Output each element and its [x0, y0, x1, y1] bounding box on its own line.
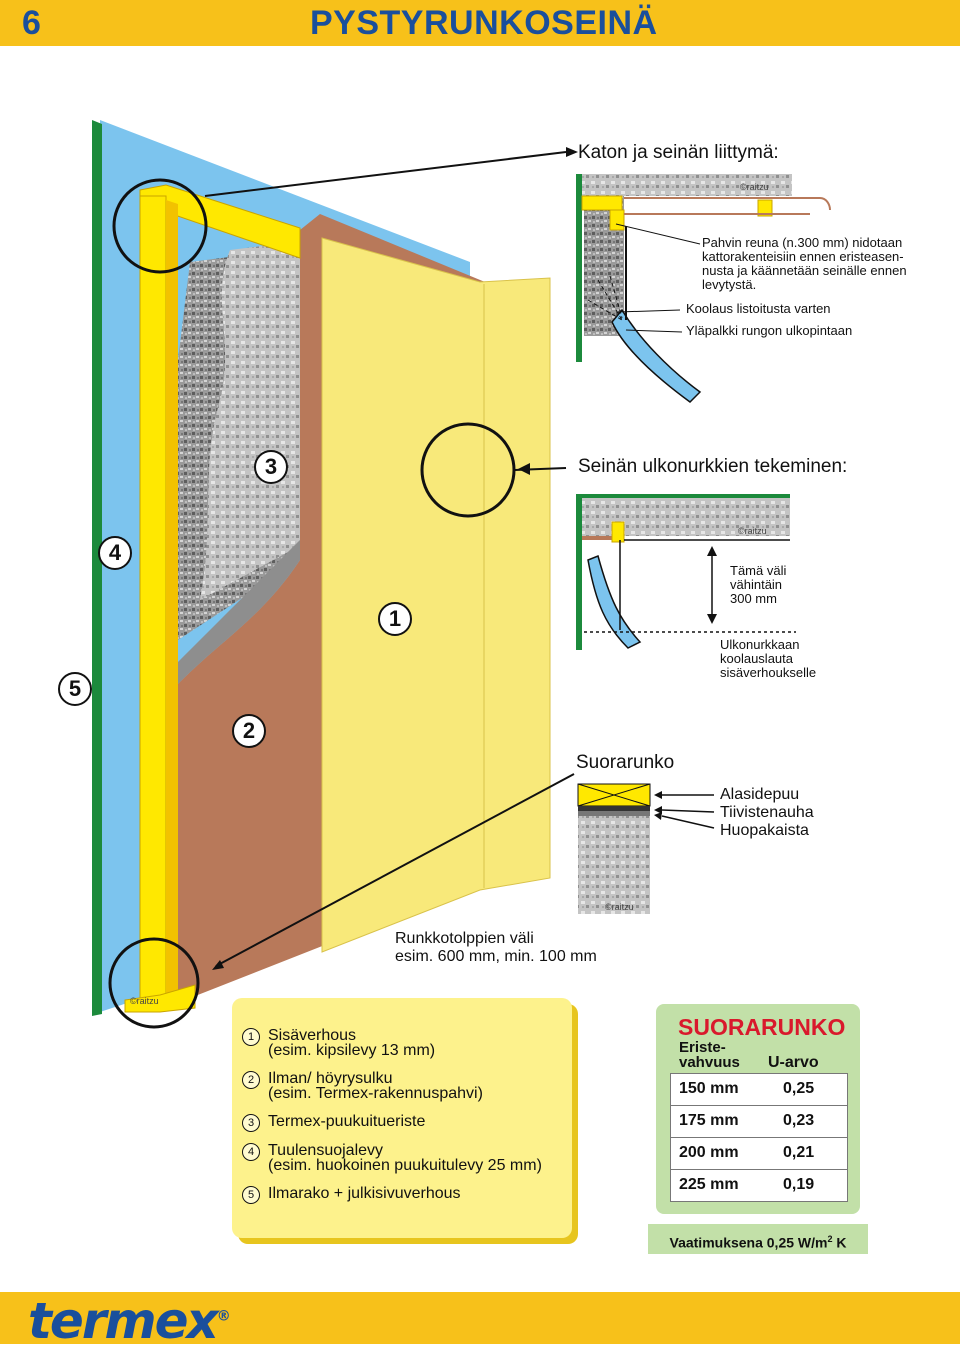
marker-4: 4 [98, 536, 132, 570]
legend-number: 4 [242, 1143, 260, 1161]
corner-copyright: ©raitzu [738, 526, 767, 536]
frame-stud-side [166, 200, 178, 1010]
frame-copyright: ©raitzu [605, 902, 634, 912]
legend-number: 3 [242, 1114, 260, 1132]
roof-note-line-4: levytystä. [702, 277, 757, 292]
legend-item: 1 Sisäverhous(esim. kipsilevy 13 mm) [242, 1027, 436, 1059]
roof-note-line-2: kattorakenteisiin ennen eristeasen- [702, 249, 904, 264]
legend-text: Tuulensuojalevy [268, 1142, 384, 1159]
legend-text: Ilmarako + julkisivuverhous [268, 1185, 461, 1202]
marker-2: 2 [232, 714, 266, 748]
requirement-note: Vaatimuksena 0,25 W/m2 K [648, 1224, 868, 1254]
stud-spacing-line-2: esim. 600 mm, min. 100 mm [395, 948, 597, 965]
straight-frame-label: Suorarunko [576, 752, 675, 773]
frame-stud [139, 195, 167, 1013]
legend-text: (esim. Termex-rakennuspahvi) [268, 1085, 483, 1102]
legend-text: Sisäverhous [268, 1027, 357, 1044]
legend-text: (esim. huokoinen puukuitulevy 25 mm) [268, 1157, 542, 1174]
legend-number: 5 [242, 1186, 260, 1204]
legend-number: 1 [242, 1028, 260, 1046]
header-bar [0, 0, 960, 46]
legend-text: Termex-puukuitueriste [268, 1113, 426, 1130]
page-title: PYSTYRUNKOSEINÄ [310, 4, 658, 42]
uvalue-header-thickness: Eriste-vahvuus [679, 1039, 740, 1071]
wind-board [92, 120, 102, 1016]
corner-batten-line-1: Ulkonurkkaan [720, 637, 800, 652]
legend-item: 5 Ilmarako + julkisivuverhous [242, 1186, 461, 1204]
top-plate-label: Yläpalkki rungon ulkopintaan [686, 323, 853, 338]
marker-3: 3 [254, 450, 288, 484]
roof-copyright: ©raitzu [740, 182, 769, 192]
legend-item: 4 Tuulensuojalevy(esim. huokoinen puukuit… [242, 1142, 542, 1174]
sill-label: Alasidepuu [720, 786, 800, 803]
legend-text: Ilman/ höyrysulku [268, 1070, 393, 1087]
roof-detail-ceiling [582, 174, 792, 196]
corner-batten-line-2: koolauslauta [720, 651, 793, 666]
roof-joint-label: Katon ja seinän liittymä: [578, 142, 779, 163]
corner-batten-line-3: sisäverhoukselle [720, 665, 817, 680]
roof-note-line-3: nusta ja käännetään seinälle ennen [702, 263, 907, 278]
uvalue-title: SUORARUNKO [678, 1014, 846, 1040]
gap-line-3: 300 mm [730, 591, 777, 606]
marker-1: 1 [378, 602, 412, 636]
legend-number: 2 [242, 1071, 260, 1089]
copyright-mark: ©raitzu [130, 996, 159, 1006]
corner-label: Seinän ulkonurkkien tekeminen: [578, 456, 848, 477]
page-number: 6 [22, 4, 41, 42]
footer-bar [0, 1292, 960, 1344]
detail-circle-roof [112, 178, 208, 274]
termex-logo: termex® [28, 1292, 231, 1350]
seal-tape-label: Tiivistenauha [720, 804, 814, 821]
roof-note-line-1: Pahvin reuna (n.300 mm) nidotaan [702, 235, 903, 250]
stud-spacing-line-1: Runkkotolppien väli [395, 930, 534, 947]
detail-circle-corner [420, 422, 516, 518]
uvalue-header-u: U-arvo [768, 1054, 819, 1071]
gypsum-board [321, 237, 551, 953]
gap-line-1: Tämä väli [730, 563, 787, 578]
bottom-sill [124, 984, 196, 1013]
legend-item: 2 Ilman/ höyrysulku(esim. Termex-rakennus… [242, 1070, 483, 1102]
felt-strip-label: Huopakaista [720, 822, 809, 839]
batten-label: Koolaus listoitusta varten [686, 301, 831, 316]
detail-circle-bottom [108, 937, 200, 1029]
legend-item: 3 Termex-puukuitueriste [242, 1114, 425, 1132]
gap-line-2: vähintäin [730, 577, 783, 592]
barrier-fold [172, 540, 300, 690]
insulation-light [200, 240, 310, 600]
marker-5: 5 [58, 672, 92, 706]
legend-text: (esim. kipsilevy 13 mm) [268, 1042, 436, 1059]
